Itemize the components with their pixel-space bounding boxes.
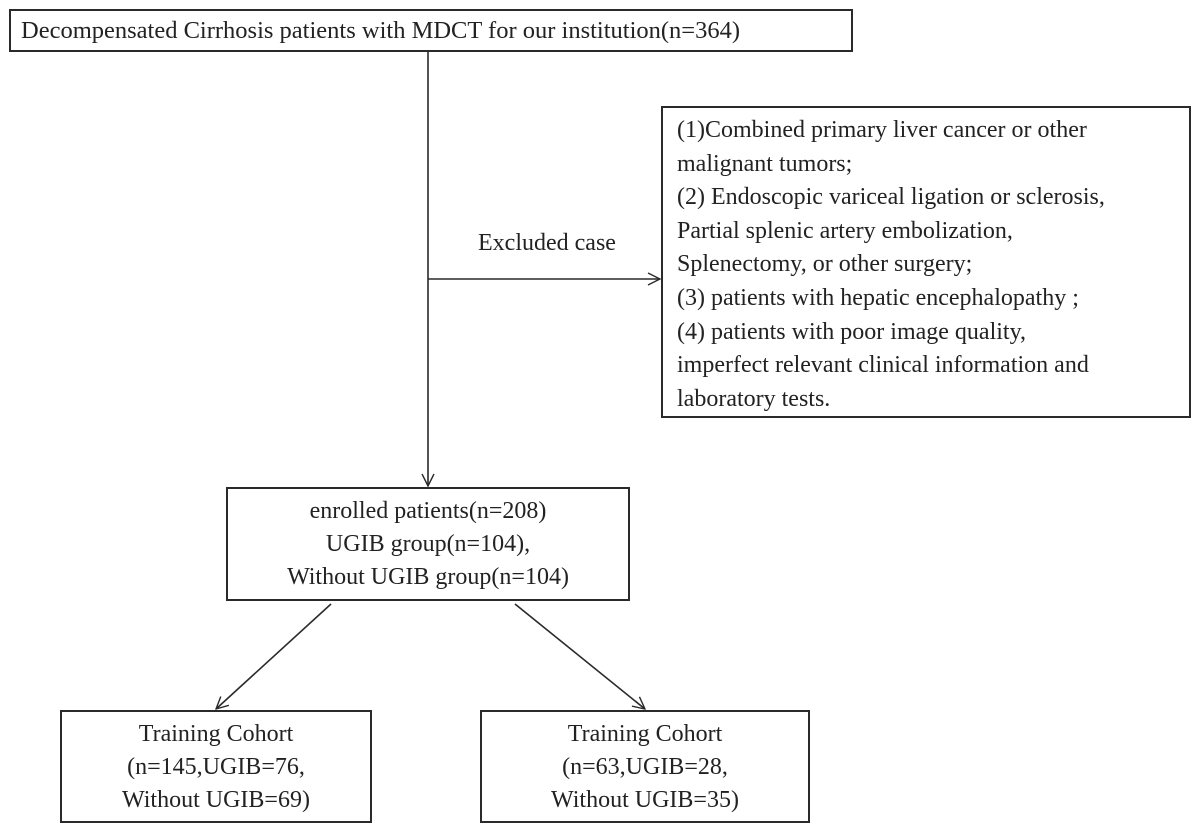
exclusion-criterion-1-line-1: (1)Combined primary liver cancer or othe… (677, 117, 1087, 143)
exclusion-criterion-3-line-1: (3) patients with hepatic encephalopathy… (677, 284, 1079, 311)
source-population-text: Decompensated Cirrhosis patients with MD… (21, 17, 741, 44)
excluded-case-label: Excluded case (478, 230, 616, 256)
second-cohort-counts: (n=63,UGIB=28, (562, 754, 728, 780)
exclusion-criterion-4-line-2: imperfect relevant clinical information … (677, 352, 1089, 379)
exclusion-criterion-2-line-2: Partial splenic artery embolization, (677, 217, 1013, 244)
split-line-training (216, 603, 332, 709)
enrolled-without-ugib-text: Without UGIB group(n=104) (287, 564, 569, 590)
training-cohort-title: Training Cohort (138, 721, 294, 747)
exclusion-criterion-4-line-3: laboratory tests. (677, 385, 831, 412)
enrolled-patients-box: enrolled patients(n=208) UGIB group(n=10… (226, 487, 630, 601)
split-line-validation (514, 603, 645, 709)
second-cohort-without-ugib: Without UGIB=35) (551, 787, 739, 813)
exclusion-criterion-4-line-1: (4) patients with poor image quality, (677, 318, 1027, 345)
second-cohort-box: Training Cohort (n=63,UGIB=28, Without U… (480, 710, 810, 823)
exclusion-criteria-box: (1)Combined primary liver cancer or othe… (661, 106, 1191, 418)
second-cohort-title: Training Cohort (567, 721, 723, 747)
training-cohort-box: Training Cohort (n=145,UGIB=76, Without … (60, 710, 372, 823)
training-cohort-counts: (n=145,UGIB=76, (127, 754, 305, 780)
exclusion-criterion-1-line-2: malignant tumors; (677, 150, 853, 177)
training-cohort-without-ugib: Without UGIB=69) (122, 787, 310, 813)
enrolled-ugib-text: UGIB group(n=104), (325, 531, 531, 557)
source-population-box: Decompensated Cirrhosis patients with MD… (9, 9, 853, 52)
enrolled-total-text: enrolled patients(n=208) (309, 498, 547, 524)
exclusion-criterion-2-line-3: Splenectomy, or other surgery; (677, 251, 973, 278)
exclusion-criterion-2-line-1: (2) Endoscopic variceal ligation or scle… (677, 184, 1105, 211)
